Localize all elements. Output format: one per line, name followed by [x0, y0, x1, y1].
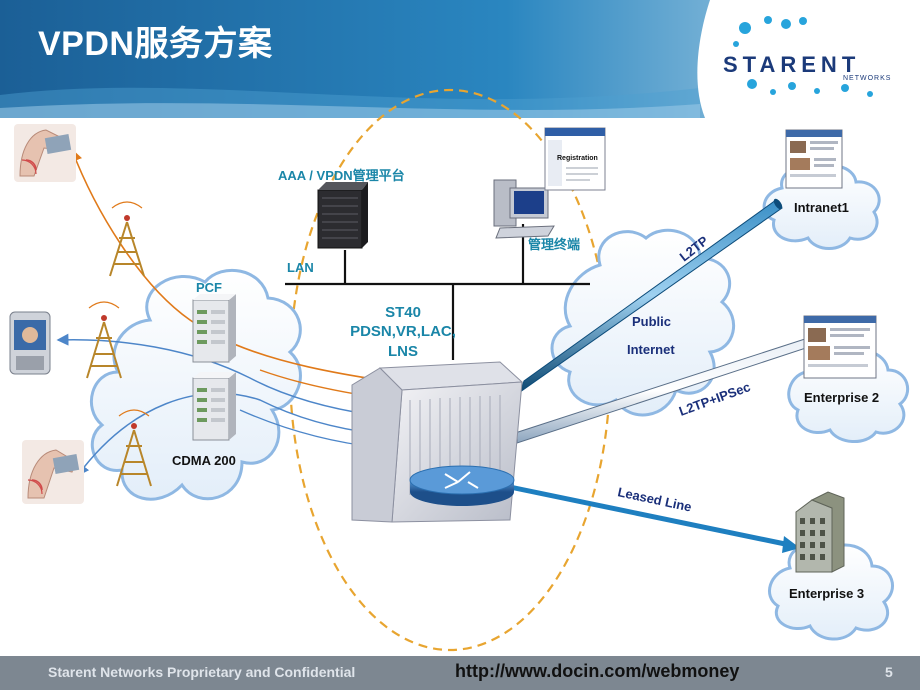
lns-label: LNS	[388, 343, 418, 360]
aaa-platform-label: AAA / VPDN管理平台	[278, 168, 405, 183]
pda-phone-icon	[22, 440, 84, 504]
enterprise3-label: Enterprise 3	[789, 586, 864, 601]
pcf-server-icon	[192, 294, 236, 363]
pcf-server-icon	[192, 372, 236, 441]
slide-title: VPDN服务方案	[38, 25, 273, 63]
cdma-label: CDMA 200	[172, 453, 236, 468]
registration-label: Registration	[557, 155, 598, 162]
pcf-label: PCF	[196, 280, 222, 295]
banner-graphic: STARENT NETWORKS	[0, 0, 920, 118]
tower-icon	[86, 301, 122, 379]
tower-icon	[116, 409, 152, 487]
browser-page-icon	[803, 315, 877, 379]
enterprise2-label: Enterprise 2	[804, 390, 879, 405]
internet-label: Internet	[627, 342, 675, 357]
router-icon	[409, 465, 515, 506]
smartphone-icon	[9, 311, 51, 375]
mgmt-terminal-label: 管理终端	[528, 237, 580, 252]
workstation-icon	[493, 179, 555, 239]
footer-confidential: Starent Networks Proprietary and Confide…	[48, 664, 356, 680]
office-building-icon	[795, 491, 845, 573]
l2tp-tunnel	[518, 198, 783, 394]
public-label: Public	[632, 314, 671, 329]
aaa-server-icon	[317, 182, 368, 249]
page-number: 5	[885, 664, 893, 680]
logo-name: STARENT	[723, 52, 860, 77]
logo-sub: NETWORKS	[843, 75, 891, 82]
pda-phone-icon	[14, 124, 76, 182]
registration-window-icon: Registration	[544, 127, 606, 191]
st40-label: ST40	[385, 304, 421, 321]
title-banner: STARENT NETWORKS VPDN服务方案	[0, 0, 920, 118]
tower-icon	[109, 201, 145, 277]
footer-url[interactable]: http://www.docin.com/webmoney	[455, 661, 740, 681]
leased-line-link	[504, 483, 791, 548]
starent-logo-icon	[733, 16, 873, 97]
footer-bar: Starent Networks Proprietary and Confide…	[0, 656, 920, 690]
lan-label: LAN	[287, 260, 314, 275]
public-internet-cloud	[550, 228, 736, 417]
intranet1-label: Intranet1	[794, 200, 849, 215]
vpdn-diagram: Registration	[9, 88, 910, 652]
browser-page-icon	[785, 129, 843, 189]
st40-roles-label: PDSN,VR,LAC,	[350, 323, 456, 340]
